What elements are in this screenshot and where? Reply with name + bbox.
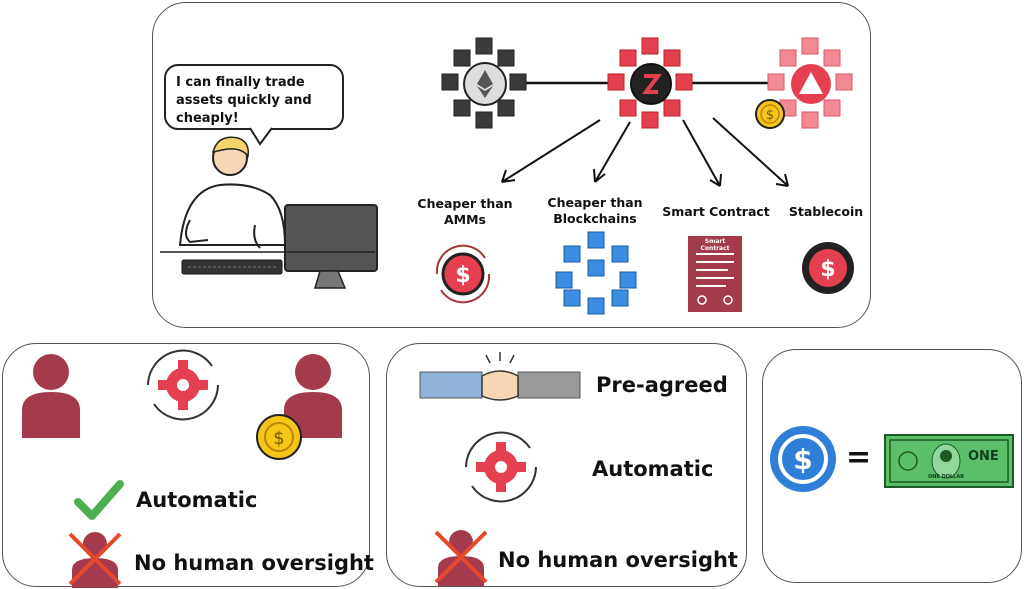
feature-label-stablecoin: Stablecoin: [788, 204, 864, 219]
dollar-bill-icon: [884, 434, 1014, 488]
crossed-user-icon: [68, 532, 122, 588]
automatic-label: Automatic: [136, 488, 258, 512]
svg-text:$: $: [766, 108, 774, 123]
automatic-label: Automatic: [592, 457, 714, 481]
person-at-computer-illustration: [160, 136, 378, 289]
ethereum-cube-icon: [441, 37, 527, 129]
speech-tail: [249, 127, 273, 146]
blue-cube-network-icon: [555, 231, 637, 315]
feature-label-blockchains: Cheaper than Blockchains: [547, 195, 643, 226]
handshake-icon: [419, 352, 581, 401]
bill-one-text: ONE: [968, 449, 999, 464]
feature-label-smart-contract: Smart Contract: [662, 204, 770, 219]
feature-label-amms: Cheaper than AMMs: [417, 196, 513, 227]
no-oversight-label: No human oversight: [498, 548, 738, 572]
bill-small-text: ONE DOLLAR: [928, 474, 965, 480]
speech-bubble: I can finally trade assets quickly and c…: [164, 64, 344, 130]
speech-text: I can finally trade assets quickly and c…: [176, 75, 312, 126]
equals-sign: =: [846, 440, 872, 475]
gold-coin-icon: $: [755, 99, 785, 129]
pre-agreed-label: Pre-agreed: [596, 373, 728, 397]
svg-text:$: $: [455, 263, 470, 288]
avalanche-cube-icon: [767, 37, 853, 129]
svg-text:$: $: [820, 257, 835, 282]
smart-contract-document-icon: [688, 236, 742, 312]
stablecoin-dollar-icon: $: [802, 242, 854, 294]
gear-cycle-icon: [465, 431, 537, 503]
cycle-dollar-icon: $: [435, 244, 491, 304]
svg-text:$: $: [273, 428, 284, 449]
usdc-coin-icon: $: [770, 426, 836, 492]
gear-cycle-icon: [147, 349, 219, 421]
doc-title: Smart Contract: [700, 238, 730, 252]
crossed-user-icon: [434, 530, 488, 586]
no-oversight-label: No human oversight: [134, 551, 374, 575]
gold-coin-large-icon: $: [256, 414, 302, 460]
network-center-red-cube-icon: [607, 37, 693, 129]
svg-text:$: $: [793, 443, 812, 476]
checkmark-icon: [74, 480, 124, 520]
user-left-icon: [22, 354, 80, 438]
